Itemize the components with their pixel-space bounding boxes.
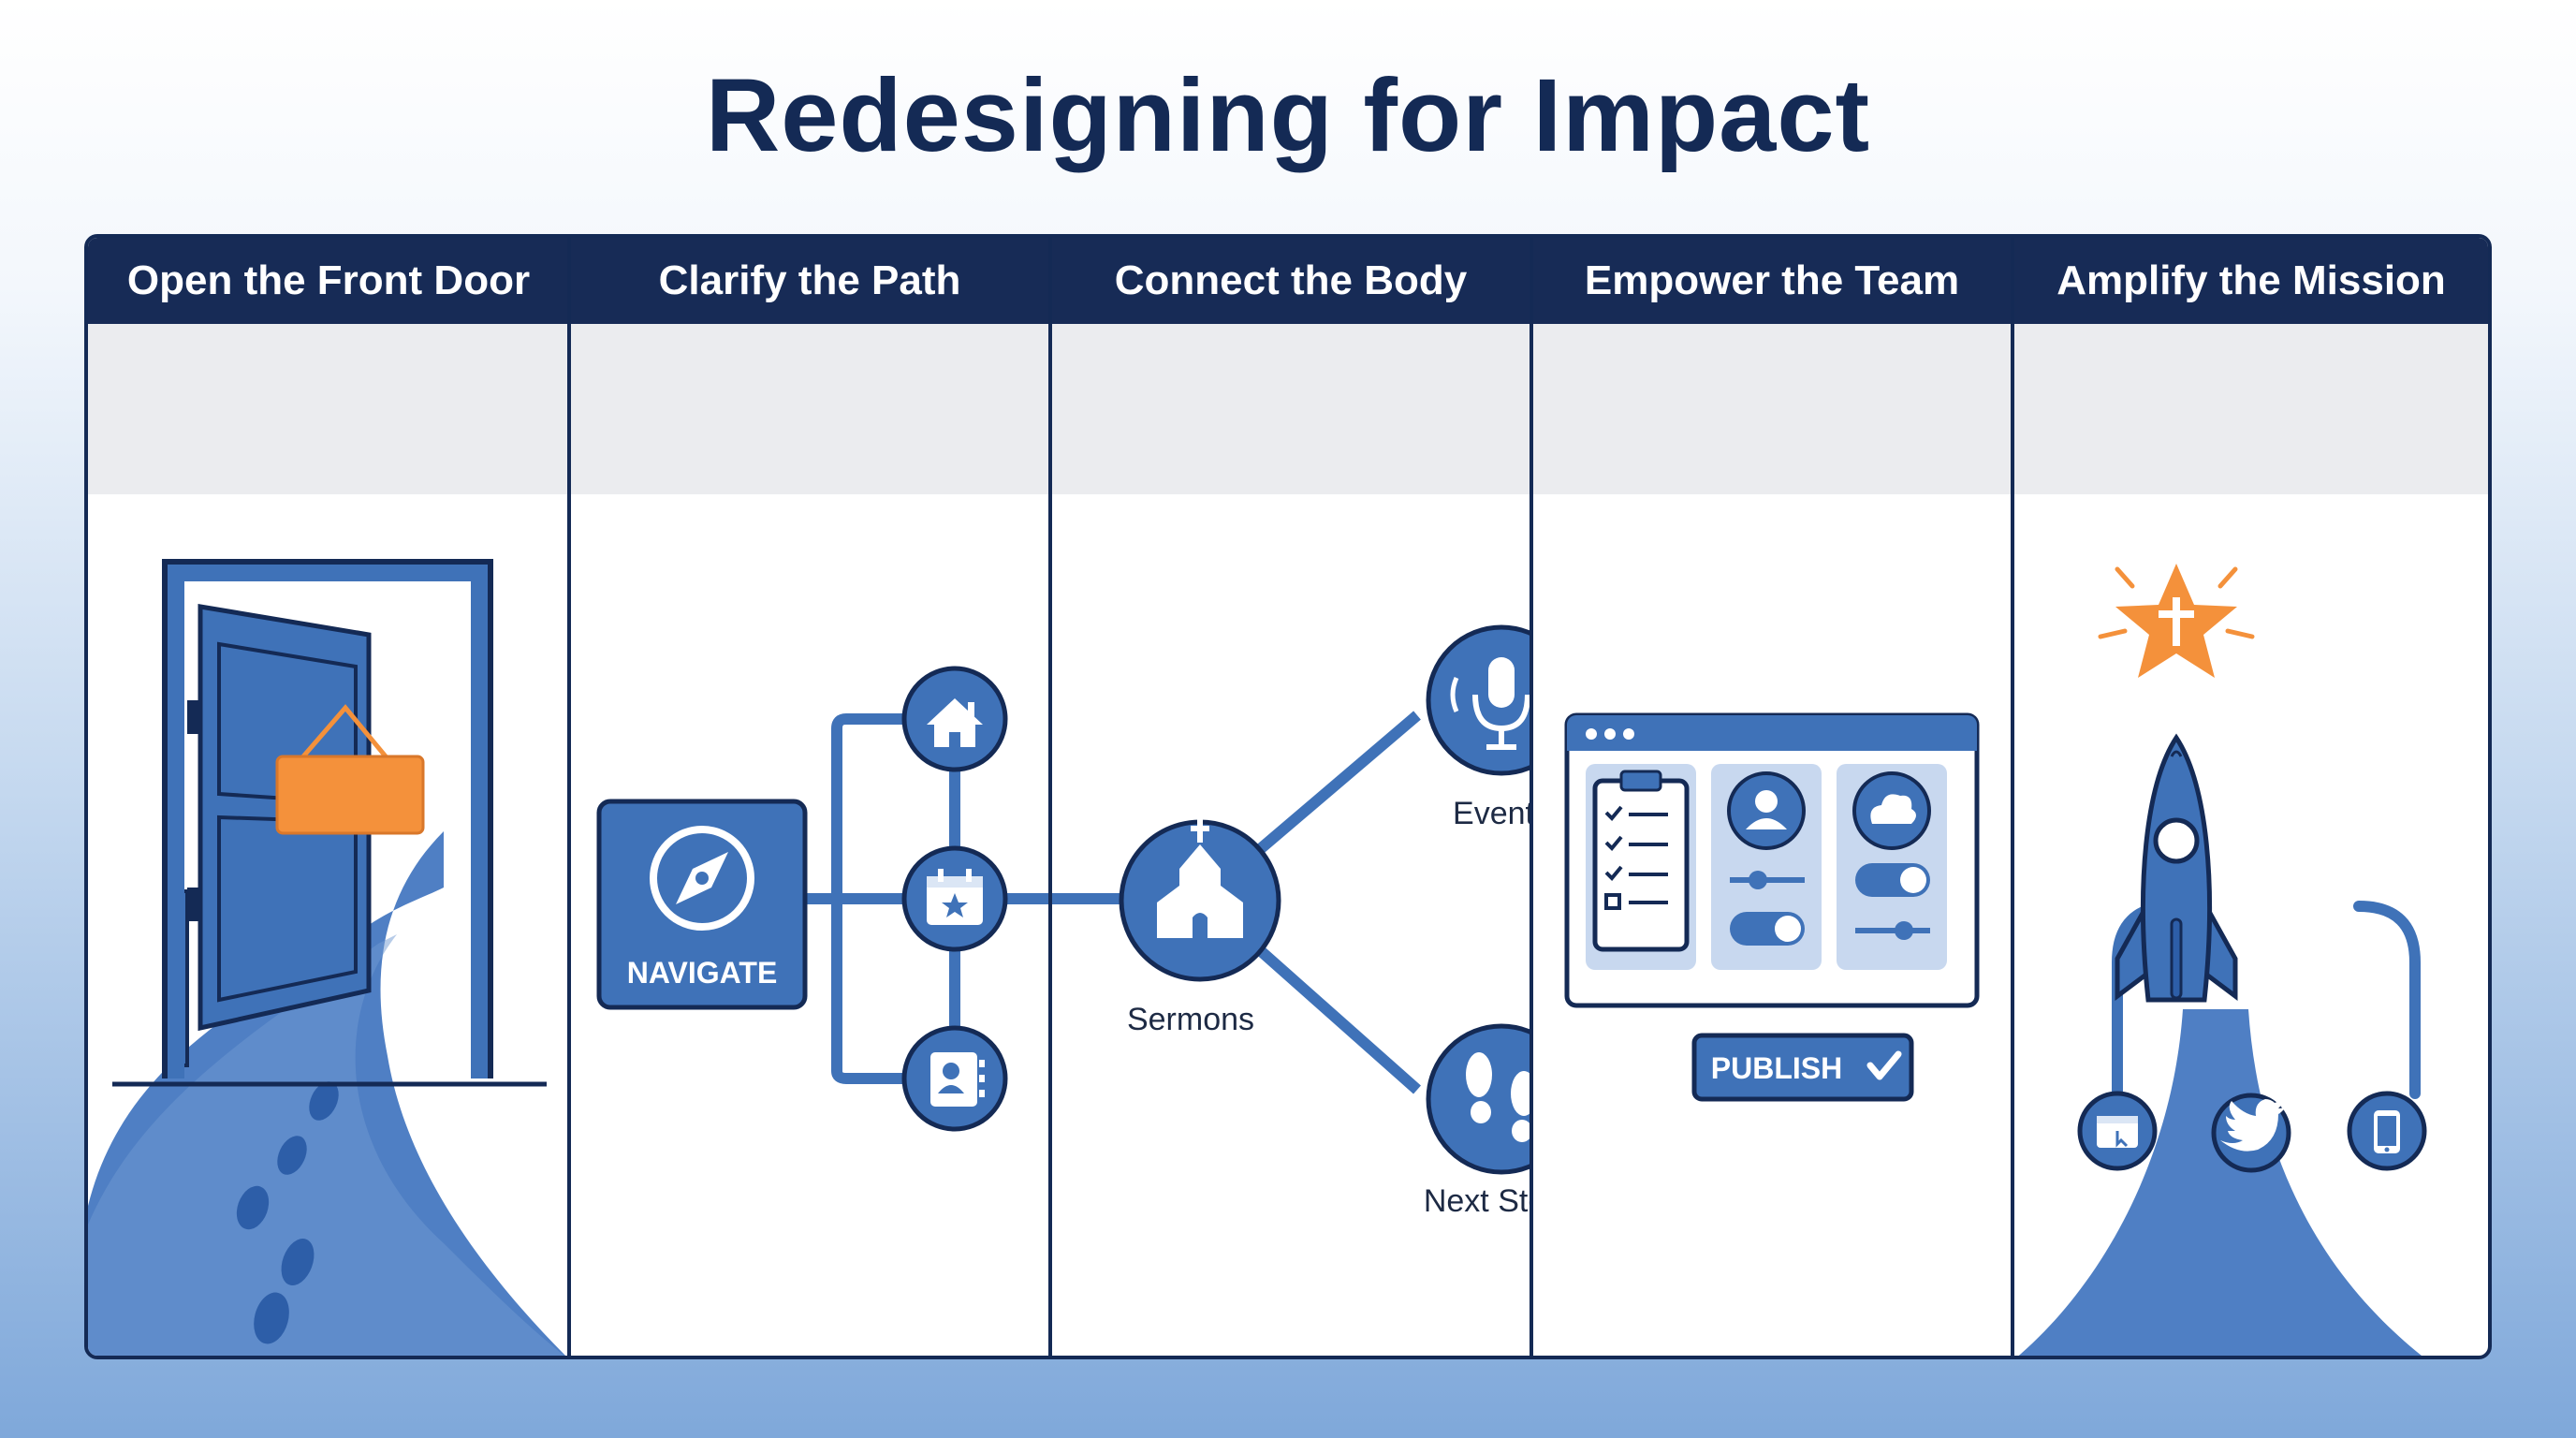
divider (567, 238, 571, 1356)
stage-header: Amplify the Mission (2014, 238, 2488, 324)
rocket-icon (2115, 733, 2238, 1003)
connection-illustration: Sermons Events Next Steps (1052, 624, 1530, 1219)
publish-button[interactable]: PUBLISH (1691, 1033, 1914, 1102)
stage-band (571, 324, 1048, 494)
page-title: Redesigning for Impact (705, 58, 1871, 173)
calendar-star-icon (901, 845, 1008, 952)
divider (1048, 238, 1052, 1356)
stage-header: Empower the Team (1533, 238, 2011, 324)
browser-icon (2077, 1091, 2158, 1171)
footsteps-icon (1426, 1023, 1530, 1175)
stage-band (88, 324, 569, 494)
node-label-next-steps: Next Steps (1424, 1183, 1530, 1219)
navigate-badge: NAVIGATE (596, 799, 808, 1010)
stage-clarify-path: Clarify the Path NAVIGATE (571, 238, 1048, 1356)
clipboard-check-icon (1592, 770, 1690, 952)
church-icon (1119, 818, 1281, 982)
stage-open-front-door: Open the Front Door (88, 238, 569, 1356)
stage-header: Connect the Body (1052, 238, 1530, 324)
dashboard-illustration: PUBLISH (1564, 712, 1980, 1102)
toggle-icon (1730, 912, 1805, 946)
footprints-icon (236, 1081, 339, 1344)
stage-band (1052, 324, 1530, 494)
contact-book-icon (901, 1025, 1008, 1132)
publish-label: PUBLISH (1711, 1051, 1842, 1085)
slider-icon (1855, 921, 1930, 940)
slider-icon (1730, 871, 1805, 889)
toggle-icon (1855, 863, 1930, 897)
stage-empower-team: Empower the Team (1533, 238, 2011, 1356)
phone-icon (2347, 1091, 2427, 1171)
cloud-icon (1852, 771, 1931, 850)
microphone-icon (1426, 624, 1530, 776)
navigation-illustration: NAVIGATE (596, 666, 1048, 1132)
sign-icon (275, 704, 425, 835)
rocket-exhaust (2018, 1009, 2422, 1356)
launch-illustration (2018, 564, 2427, 1356)
divider (1530, 238, 1533, 1356)
node-label-sermons: Sermons (1127, 1002, 1254, 1037)
divider (2011, 238, 2014, 1356)
stage-header: Open the Front Door (88, 238, 569, 324)
open-door-illustration (88, 559, 566, 1356)
stage-amplify-mission: Amplify the Mission (2014, 238, 2488, 1356)
star-cross-icon (2098, 564, 2255, 678)
dashboard-window (1564, 712, 1980, 1008)
navigate-label: NAVIGATE (627, 956, 778, 990)
twitter-icon (2211, 1093, 2291, 1173)
stage-connect-body: Connect the Body Sermons (1052, 238, 1530, 1356)
stage-band (1533, 324, 2011, 494)
node-label-events: Events (1453, 796, 1530, 831)
check-icon (1866, 1050, 1902, 1080)
home-icon (901, 666, 1008, 772)
compass-icon (650, 826, 754, 931)
stages-panel: Open the Front Door (84, 234, 2492, 1359)
stage-header: Clarify the Path (571, 238, 1048, 324)
user-icon (1727, 771, 1806, 850)
stage-band (2014, 324, 2488, 494)
